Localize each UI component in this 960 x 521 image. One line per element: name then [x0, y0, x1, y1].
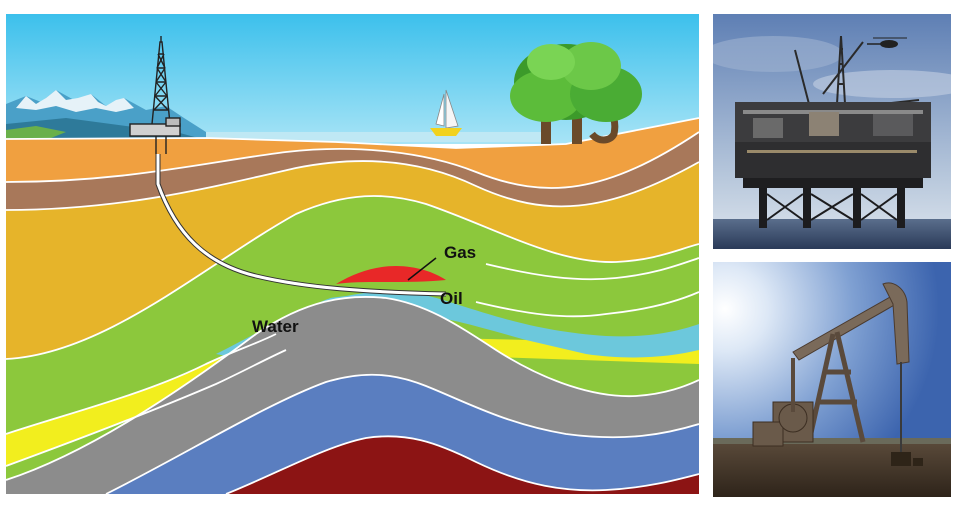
layer-maroon	[226, 436, 699, 494]
offshore-platform-photo	[713, 14, 951, 249]
trees-icon	[510, 42, 642, 144]
offshore-platform-icon	[713, 14, 951, 249]
sailboat-icon	[430, 89, 462, 136]
gas-leader	[407, 257, 437, 281]
oil-reservoir-diagram: Gas Oil Water	[6, 14, 699, 494]
strata-lines	[6, 117, 699, 494]
drilling-rig-icon	[129, 36, 181, 154]
gas-label: Gas	[444, 243, 476, 262]
layer-blue	[106, 374, 699, 494]
sea	[186, 132, 546, 142]
gas-cap	[336, 266, 446, 284]
cross-section-svg: Gas Oil Water	[6, 14, 699, 494]
water-label: Water	[252, 317, 299, 336]
pumpjack-icon	[713, 262, 951, 497]
pumpjack-photo	[713, 262, 951, 497]
oil-label: Oil	[440, 289, 463, 308]
